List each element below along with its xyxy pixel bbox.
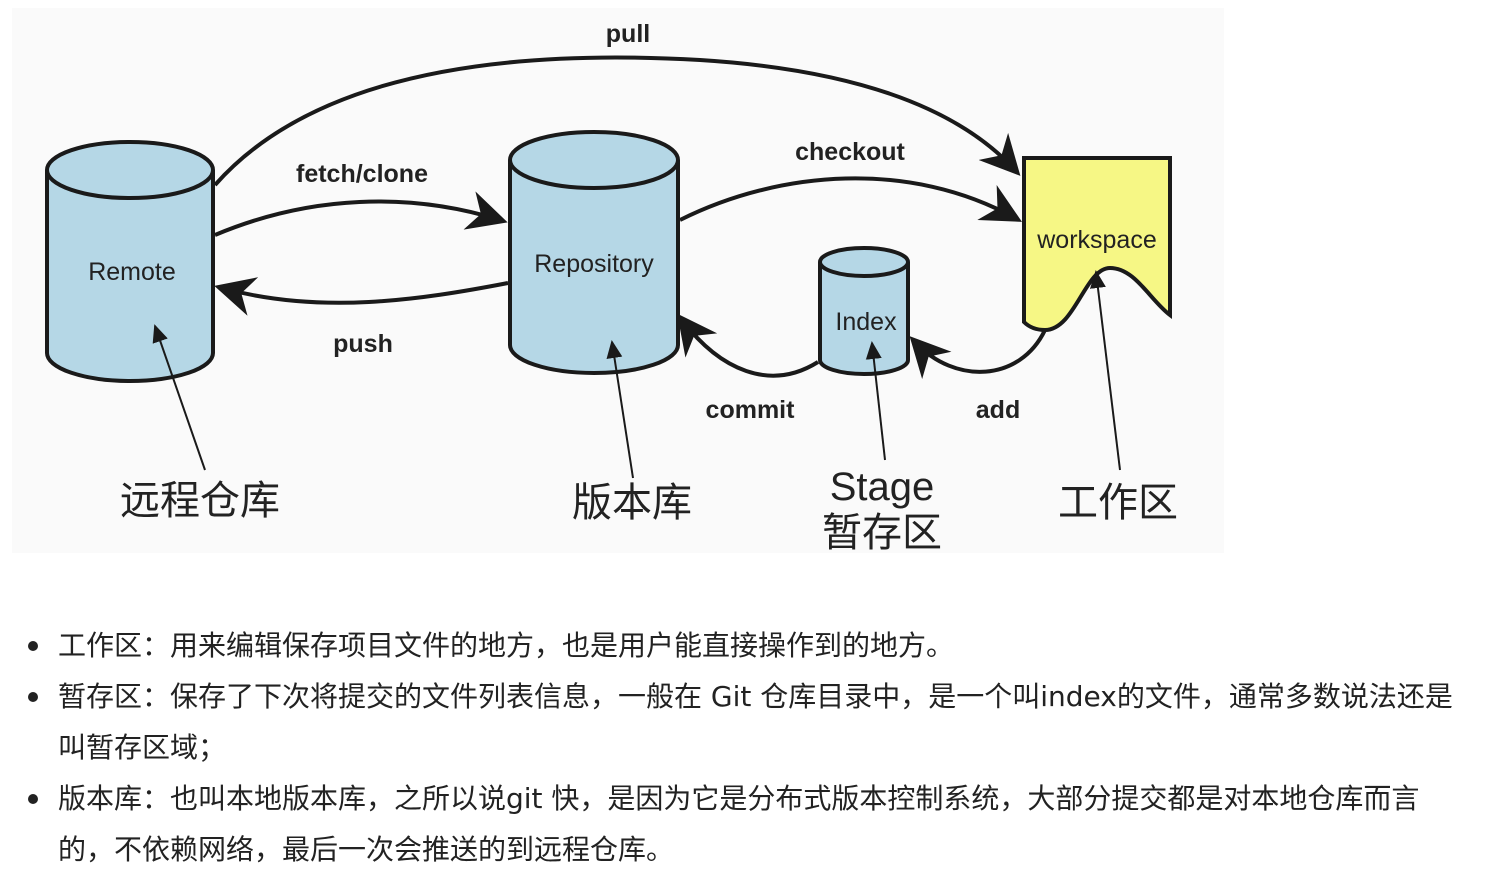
workspace-caption: 工作区 <box>1058 480 1178 526</box>
note-repository: 版本库：也叫本地版本库，之所以说git 快，是因为它是分布式版本控制系统，大部分… <box>58 782 1420 866</box>
fetch-clone-arrow <box>214 191 508 237</box>
list-item: 版本库：也叫本地版本库，之所以说git 快，是因为它是分布式版本控制系统，大部分… <box>20 773 1460 875</box>
fetch-clone-label: fetch/clone <box>296 160 428 188</box>
bullet-icon <box>28 692 38 702</box>
add-label: add <box>976 396 1020 424</box>
commit-label: commit <box>706 396 796 424</box>
remote-pointer <box>152 324 206 471</box>
list-item: 工作区：用来编辑保存项目文件的地方，也是用户能直接操作到的地方。 <box>20 620 1460 671</box>
pull-label: pull <box>606 20 650 48</box>
repository-label: Repository <box>534 250 654 278</box>
checkout-arrow <box>679 176 1023 222</box>
workspace-label: workspace <box>1036 226 1157 254</box>
stage-pointer <box>865 341 886 461</box>
note-workspace: 工作区：用来编辑保存项目文件的地方，也是用户能直接操作到的地方。 <box>58 629 955 662</box>
list-item: 暂存区：保存了下次将提交的文件列表信息，一般在 Git 仓库目录中，是一个叫in… <box>20 671 1460 773</box>
notes-list: 工作区：用来编辑保存项目文件的地方，也是用户能直接操作到的地方。 暂存区：保存了… <box>20 620 1460 875</box>
repository-pointer <box>606 340 634 479</box>
stage-caption-en: Stage <box>830 465 935 509</box>
stage-caption-cn: 暂存区 <box>822 510 942 556</box>
pull-arrow <box>213 55 1021 187</box>
index-label: Index <box>835 308 897 336</box>
repository-caption: 版本库 <box>572 480 692 526</box>
remote-label: Remote <box>88 258 176 286</box>
workspace-document: workspace <box>1022 156 1172 333</box>
add-arrow <box>909 329 1047 380</box>
git-workflow-diagram: Remote Repository Index workspace pull f… <box>45 20 1178 556</box>
bullet-icon <box>28 794 38 804</box>
checkout-label: checkout <box>795 138 905 166</box>
index-cylinder: Index <box>818 246 910 376</box>
bullet-icon <box>28 641 38 651</box>
push-arrow <box>214 277 509 316</box>
remote-cylinder: Remote <box>45 140 215 383</box>
workspace-pointer <box>1089 270 1121 471</box>
remote-caption: 远程仓库 <box>120 478 280 524</box>
repository-cylinder: Repository <box>508 130 680 375</box>
push-label: push <box>333 330 393 358</box>
note-stage: 暂存区：保存了下次将提交的文件列表信息，一般在 Git 仓库目录中，是一个叫in… <box>58 680 1453 764</box>
commit-arrow <box>677 313 820 378</box>
